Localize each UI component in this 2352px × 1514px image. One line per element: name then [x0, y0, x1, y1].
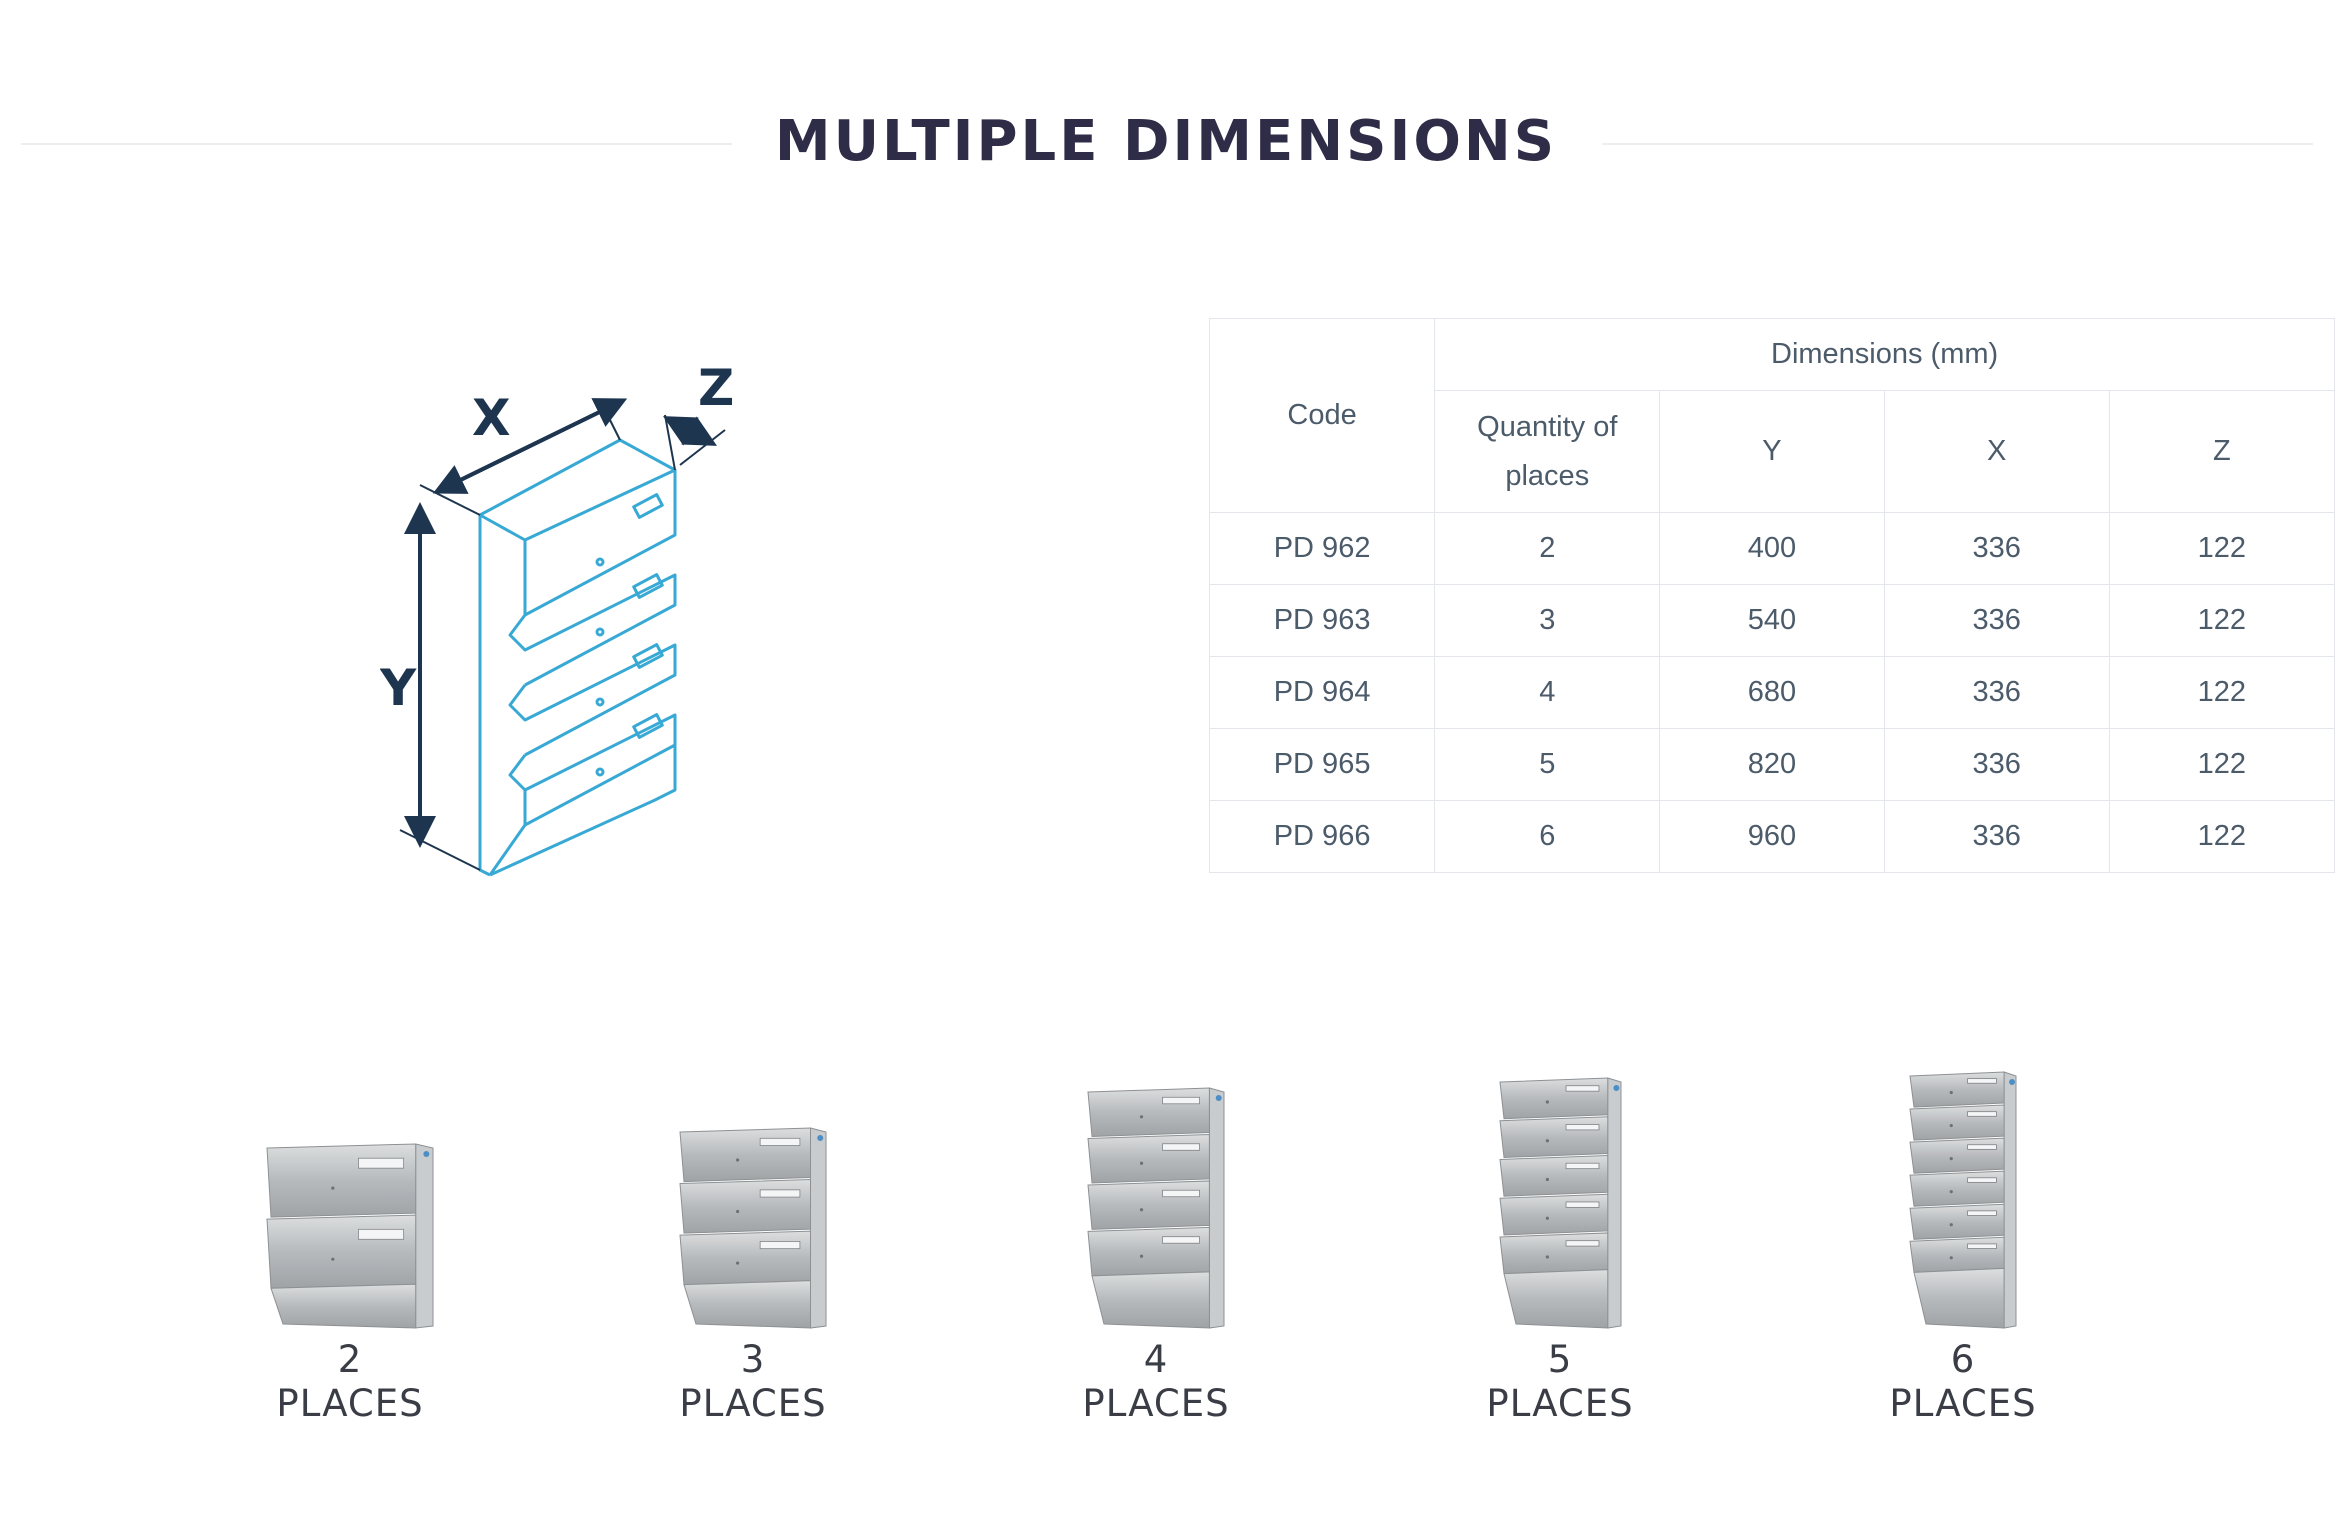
x-cell: 336	[1883, 728, 2110, 801]
z-cell: 122	[2108, 656, 2336, 729]
page-title: MULTIPLE DIMENSIONS	[774, 109, 1558, 174]
mailbox-compartment	[266, 1143, 417, 1218]
table-row: PD 962 2 400 336 122	[1208, 512, 2336, 585]
x-header: X	[1883, 390, 2110, 513]
table-row: PD 963 3 540 336 122	[1208, 584, 2336, 657]
mailbox-compartment	[1909, 1170, 2005, 1207]
mailbox-compartment	[1498, 1116, 1608, 1158]
variant-2-places[interactable]: 2 PLACES	[200, 1140, 500, 1426]
mailbox-compartment	[1087, 1087, 1210, 1137]
y-cell: 680	[1659, 656, 1885, 729]
variant-5-places[interactable]: 5 PLACES	[1410, 1074, 1710, 1426]
x-cell: 336	[1883, 800, 2110, 873]
y-header: Y	[1659, 390, 1885, 513]
title-rule-left	[21, 143, 732, 145]
table-row: PD 965 5 820 336 122	[1208, 728, 2336, 801]
variant-6-places[interactable]: 6 PLACES	[1813, 1068, 2113, 1426]
mailbox-compartment	[1498, 1077, 1608, 1120]
dimensions-group-header: Dimensions (mm)	[1434, 318, 2335, 391]
quantity-cell: 4	[1434, 656, 1661, 729]
title-rule-right	[1602, 143, 2313, 145]
code-cell: PD 962	[1208, 512, 1436, 585]
dimension-label-y: Y	[380, 659, 417, 717]
quantity-cell: 6	[1434, 800, 1661, 873]
code-cell: PD 963	[1208, 584, 1436, 657]
y-cell: 540	[1659, 584, 1885, 657]
mailbox-compartment	[1498, 1154, 1608, 1197]
z-cell: 122	[2108, 584, 2336, 657]
code-cell: PD 965	[1208, 728, 1436, 801]
code-cell: PD 966	[1208, 800, 1436, 873]
table-row: PD 966 6 960 336 122	[1208, 800, 2336, 873]
mailbox-compartment	[1087, 1226, 1210, 1277]
quantity-cell: 5	[1434, 728, 1661, 801]
mailbox-compartment	[679, 1179, 811, 1234]
mailbox-compartment	[1909, 1104, 2005, 1141]
mailbox-image	[1498, 1077, 1621, 1329]
variant-number: 4	[1143, 1338, 1169, 1381]
mailbox-compartment	[679, 1230, 811, 1286]
table-header-row: Code Dimensions (mm)	[1208, 318, 2335, 513]
variant-label: PLACES	[679, 1382, 827, 1425]
mailbox-compartment	[1087, 1180, 1210, 1230]
z-cell: 122	[2108, 728, 2336, 801]
mailbox-compartment	[1909, 1137, 2005, 1174]
variant-number: 6	[1950, 1338, 1976, 1381]
quantity-header: Quantity of places	[1434, 390, 1661, 513]
table-row: PD 964 4 680 336 122	[1208, 656, 2336, 729]
y-cell: 960	[1659, 800, 1885, 873]
mailbox-outline	[478, 438, 677, 877]
mailbox-compartment	[679, 1127, 811, 1183]
variant-number: 3	[740, 1338, 766, 1381]
quantity-cell: 2	[1434, 512, 1661, 585]
x-cell: 336	[1883, 512, 2110, 585]
variant-label: PLACES	[1082, 1382, 1230, 1425]
quantity-cell: 3	[1434, 584, 1661, 657]
variant-label: PLACES	[276, 1382, 424, 1425]
dimension-label-z: Z	[698, 360, 734, 417]
mailbox-image	[1087, 1087, 1225, 1329]
z-cell: 122	[2108, 512, 2336, 585]
dimension-diagram: X Y Z	[380, 360, 734, 877]
y-cell: 400	[1659, 512, 1885, 585]
variant-number: 2	[337, 1338, 363, 1381]
mailbox-compartment	[1909, 1071, 2005, 1108]
mailbox-image	[679, 1127, 827, 1329]
mailbox-compartment	[1909, 1236, 2005, 1273]
x-cell: 336	[1883, 584, 2110, 657]
mailbox-compartment	[266, 1214, 417, 1289]
code-cell: PD 964	[1208, 656, 1436, 729]
variant-label: PLACES	[1486, 1382, 1634, 1425]
dimension-label-x: X	[472, 389, 511, 447]
mailbox-compartment	[1498, 1232, 1608, 1275]
variant-4-places[interactable]: 4 PLACES	[1006, 1084, 1306, 1426]
mailbox-image	[266, 1143, 434, 1329]
variant-3-places[interactable]: 3 PLACES	[603, 1124, 903, 1426]
code-header: Code	[1208, 318, 1436, 513]
variant-number: 5	[1547, 1338, 1573, 1381]
y-cell: 820	[1659, 728, 1885, 801]
mailbox-compartment	[1498, 1193, 1608, 1236]
dimension-arrows	[399, 398, 726, 871]
x-cell: 336	[1883, 656, 2110, 729]
variant-label: PLACES	[1889, 1382, 2037, 1425]
mailbox-image	[1909, 1071, 2017, 1329]
z-cell: 122	[2108, 800, 2336, 873]
mailbox-compartment	[1909, 1203, 2005, 1240]
mailbox-compartment	[1087, 1133, 1210, 1184]
z-header: Z	[2108, 390, 2336, 513]
dimensions-table: Code Dimensions (mm) Quantity of places …	[1208, 318, 2336, 873]
